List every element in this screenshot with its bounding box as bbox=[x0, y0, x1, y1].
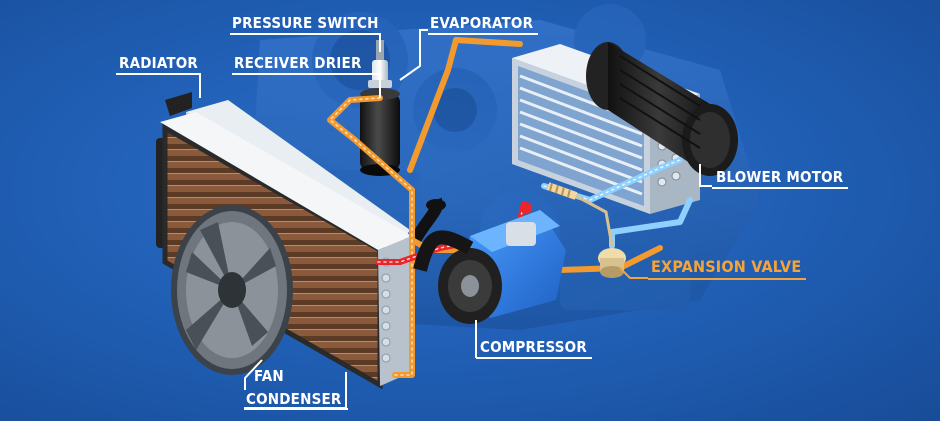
label-blower-motor: BLOWER MOTOR bbox=[716, 168, 843, 186]
label-radiator: RADIATOR bbox=[119, 54, 198, 72]
label-fan: FAN bbox=[254, 367, 284, 385]
underline-expansion-valve bbox=[648, 278, 806, 280]
label-compressor: COMPRESSOR bbox=[480, 338, 587, 356]
label-condenser: CONDENSER bbox=[246, 390, 342, 408]
underline-evaporator bbox=[428, 33, 538, 35]
underline-receiver-drier bbox=[232, 73, 380, 75]
underline-radiator bbox=[116, 73, 200, 75]
underline-condenser bbox=[244, 408, 348, 410]
underline-pressure-switch bbox=[230, 33, 380, 35]
underline-blower-motor bbox=[712, 187, 848, 189]
underline-compressor bbox=[476, 357, 592, 359]
label-pressure-switch: PRESSURE SWITCH bbox=[232, 14, 379, 32]
label-evaporator: EVAPORATOR bbox=[430, 14, 533, 32]
fan-icon bbox=[174, 208, 290, 372]
label-receiver-drier: RECEIVER DRIER bbox=[234, 54, 362, 72]
label-expansion-valve: EXPANSION VALVE bbox=[651, 258, 801, 276]
